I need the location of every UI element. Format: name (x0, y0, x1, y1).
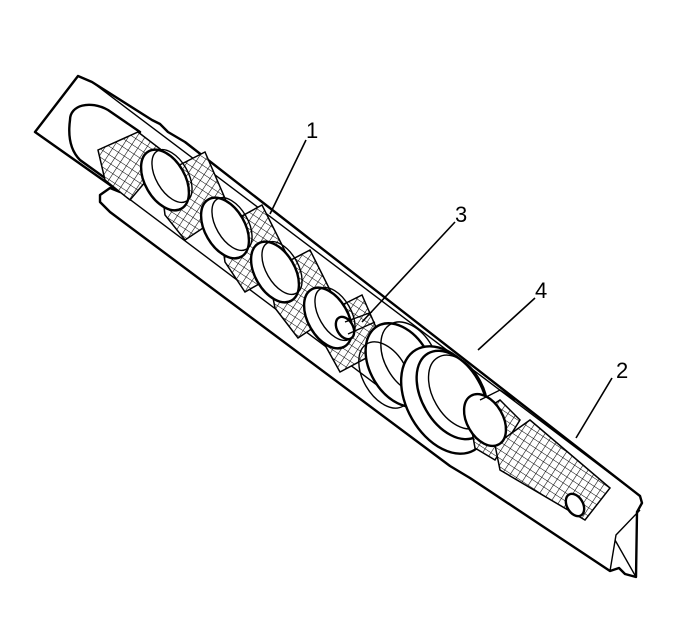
callout-label-1: 1 (306, 118, 318, 143)
ring-2 (199, 196, 253, 260)
callout-label-2: 2 (616, 358, 628, 383)
leader-lines (269, 139, 613, 439)
ring-1 (139, 148, 193, 212)
ring-3 (249, 240, 303, 304)
right-collar (462, 389, 516, 448)
orifice (334, 311, 376, 341)
callout-label-3: 3 (455, 202, 467, 227)
callout-label-4: 4 (535, 278, 547, 303)
